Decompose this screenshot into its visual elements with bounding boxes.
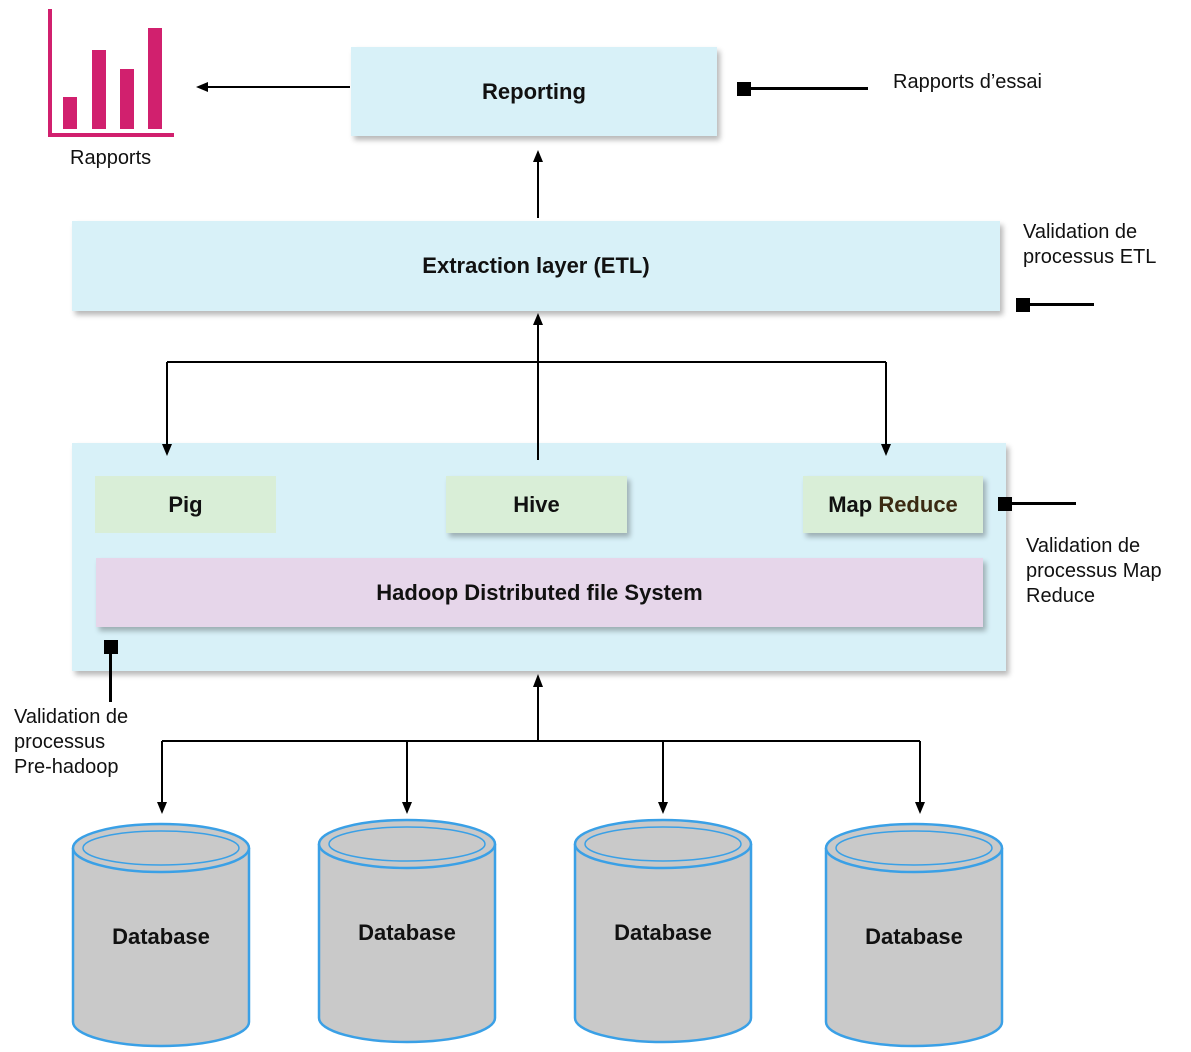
prehadoop-validation-line1: Validation de bbox=[14, 706, 129, 728]
bar-chart-icon bbox=[48, 9, 174, 137]
mapreduce-map-label: Map bbox=[828, 491, 873, 517]
prehadoop-validation-line bbox=[109, 652, 112, 702]
etl-validation-line1: Validation de bbox=[1023, 221, 1138, 243]
reports-label: Rapports bbox=[70, 147, 152, 169]
hdfs-label: Hadoop Distributed file System bbox=[376, 579, 703, 605]
etl-validation-marker bbox=[1016, 298, 1030, 312]
mapreduce-validation-line bbox=[1011, 502, 1076, 505]
test-reports-label: Rapports d’essai bbox=[893, 71, 1042, 93]
hdfs-box: Hadoop Distributed file System bbox=[96, 558, 983, 627]
hive-label: Hive bbox=[513, 491, 560, 517]
prehadoop-validation-line3: Pre-hadoop bbox=[14, 756, 119, 778]
etl-label: Extraction layer (ETL) bbox=[422, 253, 650, 278]
pig-box: Pig bbox=[95, 476, 276, 533]
database-label-2: Database bbox=[358, 920, 456, 945]
arrow-to-reports bbox=[196, 82, 350, 92]
prehadoop-validation-line2: processus bbox=[14, 731, 106, 753]
mapreduce-label: Map Reduce bbox=[828, 492, 958, 518]
database-cylinder-1 bbox=[71, 822, 251, 1048]
etl-validation-line2: processus ETL bbox=[1023, 246, 1157, 268]
database-cylinder-3 bbox=[573, 818, 753, 1044]
mapreduce-validation-marker bbox=[998, 497, 1012, 511]
mapreduce-reduce-label: Reduce bbox=[878, 491, 958, 517]
test-reports-marker bbox=[737, 82, 751, 96]
etl-box: Extraction layer (ETL) bbox=[72, 221, 1000, 311]
database-label-4: Database bbox=[865, 924, 963, 949]
reporting-label: Reporting bbox=[482, 78, 586, 104]
hadoop-connectors bbox=[162, 313, 891, 460]
mapreduce-box: Map Reduce bbox=[803, 476, 983, 533]
etl-validation-line bbox=[1029, 303, 1094, 306]
database-cylinder-2 bbox=[317, 818, 497, 1044]
database-cylinder-4 bbox=[824, 822, 1004, 1048]
database-label-3: Database bbox=[614, 920, 712, 945]
prehadoop-validation-marker bbox=[104, 640, 118, 654]
test-reports-line bbox=[750, 87, 868, 90]
database-label-1: Database bbox=[112, 924, 210, 949]
mapreduce-validation-line1: Validation de bbox=[1026, 535, 1141, 557]
reporting-box: Reporting bbox=[351, 47, 717, 136]
arrow-etl-to-reporting bbox=[533, 150, 543, 218]
mapreduce-validation-line2: processus Map bbox=[1026, 560, 1162, 582]
hive-box: Hive bbox=[446, 476, 627, 533]
mapreduce-validation-line3: Reduce bbox=[1026, 585, 1095, 607]
pig-label: Pig bbox=[168, 491, 203, 517]
